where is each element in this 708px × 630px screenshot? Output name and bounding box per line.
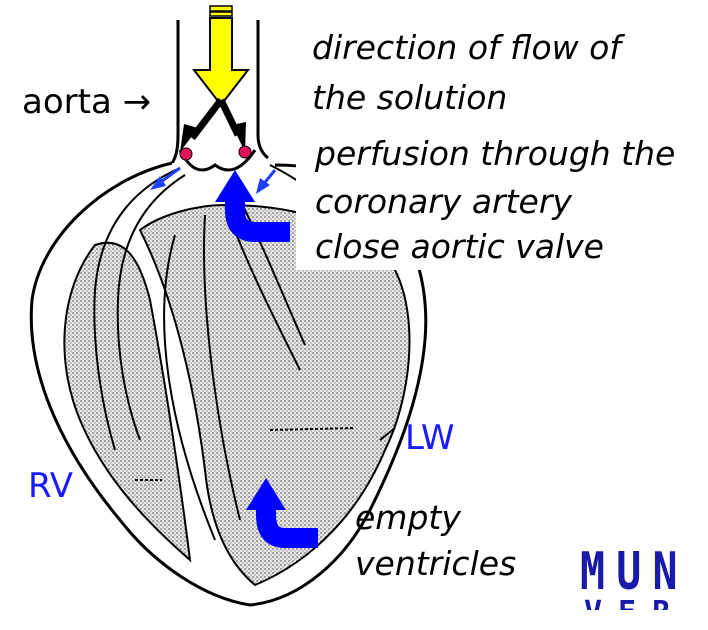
perfusion-label-line1: perfusion through the	[315, 132, 675, 176]
aorta-label: aorta →	[22, 82, 151, 122]
rv-label: RV	[28, 466, 73, 506]
valve-label: close aortic valve	[315, 225, 604, 269]
university-logo-line2: VER	[584, 598, 686, 628]
perfusion-label-line2: coronary artery	[315, 180, 572, 224]
lw-label: LW	[405, 418, 454, 458]
left-valve-dot	[180, 148, 192, 160]
empty-ventricles-label-line1: empty	[355, 496, 461, 540]
empty-ventricles-label-line2: ventricles	[355, 542, 516, 586]
aorta-wall-right	[258, 20, 268, 158]
aorta-wall-left	[172, 20, 178, 163]
right-valve-dot	[239, 146, 251, 158]
split-flow-arrows-icon	[180, 100, 246, 152]
yellow-down-arrow-icon	[194, 6, 248, 105]
flow-direction-label-line1: direction of flow of	[312, 26, 621, 70]
flow-direction-label-line2: the solution	[312, 76, 507, 120]
university-logo: MUN	[580, 542, 689, 602]
